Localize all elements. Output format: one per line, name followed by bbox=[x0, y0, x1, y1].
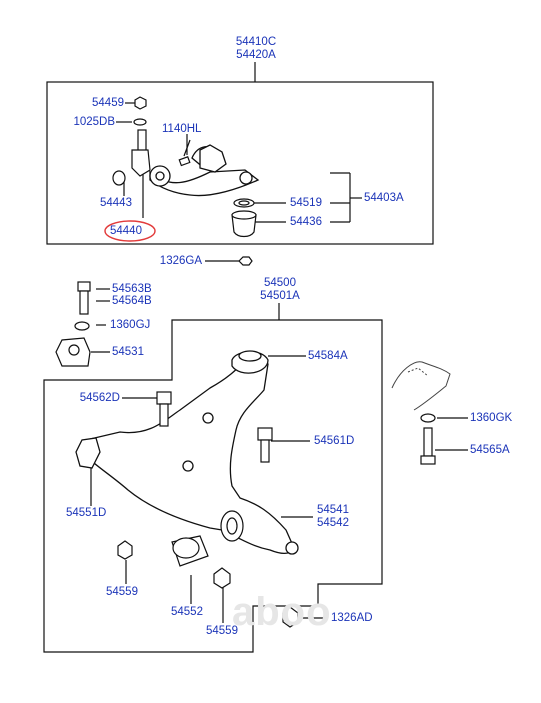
label-1140HL[interactable]: 1140HL bbox=[162, 123, 202, 135]
lower-arm-group-box bbox=[43, 319, 383, 653]
label-1360GJ[interactable]: 1360GJ bbox=[110, 319, 151, 331]
label-54403A[interactable]: 54403A bbox=[364, 192, 404, 204]
upper-arm-group-box bbox=[46, 81, 434, 245]
label-54501A[interactable]: 54501A bbox=[260, 290, 300, 302]
nut-1326AD bbox=[282, 606, 299, 628]
bolt-1140HL bbox=[178, 139, 191, 167]
watermark: aboo bbox=[232, 590, 332, 634]
label-54565A[interactable]: 54565A bbox=[470, 444, 510, 456]
bolt-54565A bbox=[420, 427, 436, 465]
nut-54559-left bbox=[117, 540, 133, 560]
label-54563B[interactable]: 54563B bbox=[112, 283, 152, 295]
bushing-54552 bbox=[171, 535, 209, 567]
bracket-54531 bbox=[55, 337, 91, 367]
bushing-54541 bbox=[220, 510, 244, 542]
label-54436[interactable]: 54436 bbox=[290, 216, 322, 228]
label-1025DB[interactable]: 1025DB bbox=[73, 116, 115, 128]
washer-54519 bbox=[233, 198, 255, 208]
nut-54559-right bbox=[213, 567, 231, 589]
label-54420A[interactable]: 54420A bbox=[236, 49, 276, 61]
ball-joint bbox=[112, 129, 151, 186]
washer-1360GJ bbox=[74, 321, 90, 331]
label-54561D[interactable]: 54561D bbox=[314, 435, 355, 447]
label-54584A[interactable]: 54584A bbox=[308, 350, 348, 362]
washer-1025DB bbox=[133, 118, 147, 126]
bolt-54561D bbox=[257, 427, 273, 463]
label-54519[interactable]: 54519 bbox=[290, 197, 322, 209]
label-1360GK[interactable]: 1360GK bbox=[470, 412, 513, 424]
label-54559-left[interactable]: 54559 bbox=[106, 586, 138, 598]
label-54551D[interactable]: 54551D bbox=[66, 507, 107, 519]
label-54500[interactable]: 54500 bbox=[264, 277, 296, 289]
label-54552[interactable]: 54552 bbox=[171, 606, 203, 618]
label-54562D[interactable]: 54562D bbox=[79, 392, 120, 404]
bolt-54562D bbox=[156, 391, 172, 427]
label-54542[interactable]: 54542 bbox=[317, 517, 349, 529]
label-1326GA[interactable]: 1326GA bbox=[159, 255, 202, 267]
nut-54459 bbox=[134, 96, 147, 110]
bushing-54436 bbox=[231, 210, 257, 238]
knuckle-sketch bbox=[391, 361, 451, 411]
label-54443[interactable]: 54443 bbox=[100, 197, 132, 209]
label-54410C[interactable]: 54410C bbox=[235, 36, 277, 48]
nut-1326GA bbox=[238, 256, 253, 266]
lower-control-arm bbox=[75, 350, 299, 555]
label-54459[interactable]: 54459 bbox=[92, 97, 124, 109]
washer-1360GK bbox=[420, 413, 436, 423]
label-54440[interactable]: 54440 bbox=[110, 225, 142, 237]
label-54541[interactable]: 54541 bbox=[317, 504, 349, 516]
highlight-ring-54440 bbox=[104, 220, 156, 242]
label-54559-right[interactable]: 54559 bbox=[206, 625, 238, 637]
upper-control-arm bbox=[149, 144, 260, 197]
label-1326AD[interactable]: 1326AD bbox=[331, 612, 373, 624]
label-54564B[interactable]: 54564B bbox=[112, 295, 152, 307]
bolt-54563B bbox=[77, 281, 91, 315]
label-54531[interactable]: 54531 bbox=[112, 346, 144, 358]
